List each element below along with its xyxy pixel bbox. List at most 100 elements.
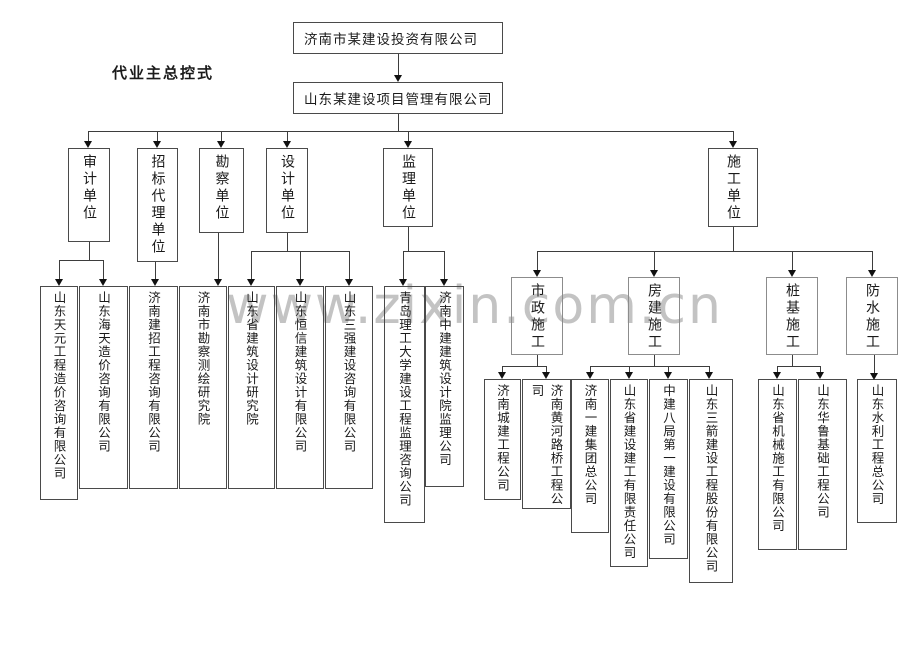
branch-label: 监理单位	[400, 154, 416, 222]
arrowhead	[729, 141, 737, 148]
arrowhead	[151, 279, 159, 286]
arrowhead	[283, 141, 291, 148]
root-company-label: 济南市某建设投资有限公司	[304, 32, 478, 48]
company-label: 山东三箭建设工程股份有限公司	[703, 384, 719, 573]
company-label: 山东天元工程造价咨询有限公司	[51, 291, 67, 480]
connector-line	[59, 260, 104, 261]
connector-line	[872, 251, 873, 270]
branch-label: 施工单位	[725, 154, 741, 222]
connector-line	[398, 54, 399, 76]
company-box: 青岛理工大学建设工程监理咨询公司	[384, 286, 425, 523]
connector-line	[444, 251, 445, 279]
connector-line	[733, 227, 734, 251]
connector-line	[820, 366, 821, 372]
category-waterproofing: 防水施工	[846, 277, 898, 355]
connector-line	[103, 260, 104, 279]
arrowhead	[296, 279, 304, 286]
connector-line	[537, 251, 538, 270]
connector-line	[590, 366, 591, 372]
branch-label: 审计单位	[81, 154, 97, 222]
company-box: 济南建招工程咨询有限公司	[129, 286, 178, 489]
arrowhead	[586, 372, 594, 379]
connector-line	[654, 251, 655, 270]
connector-line	[287, 131, 288, 141]
arrowhead	[788, 270, 796, 277]
category-pile-foundation: 桩基施工	[766, 277, 818, 355]
connector-line	[502, 366, 547, 367]
branch-audit: 审计单位	[68, 148, 110, 242]
connector-line	[777, 366, 778, 372]
category-building: 房建施工	[628, 277, 680, 355]
category-label: 市政施工	[529, 283, 545, 351]
arrowhead	[345, 279, 353, 286]
company-label: 济南一建集团总公司	[582, 384, 598, 506]
company-box: 山东恒信建筑设计有限公司	[276, 286, 324, 489]
arrowhead	[650, 270, 658, 277]
connector-line	[777, 366, 821, 367]
connector-line	[874, 355, 875, 373]
arrowhead	[816, 372, 824, 379]
arrowhead	[247, 279, 255, 286]
arrowhead	[404, 141, 412, 148]
arrowhead	[870, 373, 878, 380]
branch-label: 招标代理单位	[149, 154, 166, 256]
connector-line	[792, 251, 793, 270]
connector-line	[398, 114, 399, 131]
connector-line	[88, 131, 734, 132]
management-company-label: 山东某建设项目管理有限公司	[304, 92, 493, 108]
arrowhead	[214, 279, 222, 286]
connector-line	[408, 131, 409, 141]
connector-line	[709, 366, 710, 372]
branch-label: 勘察单位	[213, 154, 230, 222]
diagram-label: 代业主总控式	[112, 64, 215, 82]
connector-line	[89, 242, 90, 260]
arrowhead	[542, 372, 550, 379]
arrowhead	[99, 279, 107, 286]
management-company-box: 山东某建设项目管理有限公司	[293, 82, 503, 114]
connector-line	[403, 251, 404, 279]
arrowhead	[440, 279, 448, 286]
company-label: 山东水利工程总公司	[869, 384, 885, 506]
arrowhead	[705, 372, 713, 379]
arrowhead	[217, 141, 225, 148]
connector-line	[157, 131, 158, 141]
arrowhead	[625, 372, 633, 379]
company-label: 山东省建设建工有限责任公司	[621, 384, 637, 560]
company-label: 山东华鲁基础工程公司	[815, 384, 830, 519]
branch-construction: 施工单位	[708, 148, 758, 227]
arrowhead	[399, 279, 407, 286]
company-label: 济南城建工程公司	[495, 384, 510, 492]
arrowhead	[84, 141, 92, 148]
connector-line	[251, 251, 252, 279]
company-label: 济南中建建筑设计院监理公司	[437, 291, 452, 467]
connector-line	[408, 227, 409, 251]
company-label: 山东恒信建筑设计有限公司	[292, 291, 308, 453]
connector-line	[349, 251, 350, 279]
arrowhead	[664, 372, 672, 379]
connector-line	[629, 366, 630, 372]
company-box: 中建八局第一建设有限公司	[649, 379, 688, 559]
connector-line	[155, 262, 156, 279]
company-box: 山东水利工程总公司	[857, 379, 897, 523]
company-box: 山东三强建设咨询有限公司	[325, 286, 373, 489]
company-box: 济南中建建筑设计院监理公司	[425, 286, 464, 487]
company-box: 山东三箭建设工程股份有限公司	[689, 379, 733, 583]
arrowhead	[55, 279, 63, 286]
connector-line	[88, 131, 89, 141]
company-box: 山东省机械施工有限公司	[758, 379, 797, 550]
arrowhead	[498, 372, 506, 379]
category-label: 桩基施工	[784, 283, 800, 351]
company-label: 山东海天造价咨询有限公司	[96, 291, 111, 453]
company-label: 山东省建筑设计研究院	[244, 291, 259, 426]
company-label: 青岛理工大学建设工程监理咨询公司	[397, 291, 412, 507]
category-municipal: 市政施工	[511, 277, 563, 355]
arrowhead	[868, 270, 876, 277]
connector-line	[300, 251, 301, 279]
branch-label: 设计单位	[279, 154, 295, 222]
company-label: 济南黄河路桥工程公司	[529, 384, 564, 506]
arrowhead	[394, 75, 402, 82]
connector-line	[792, 355, 793, 366]
connector-line	[287, 233, 288, 251]
category-label: 房建施工	[646, 283, 662, 351]
